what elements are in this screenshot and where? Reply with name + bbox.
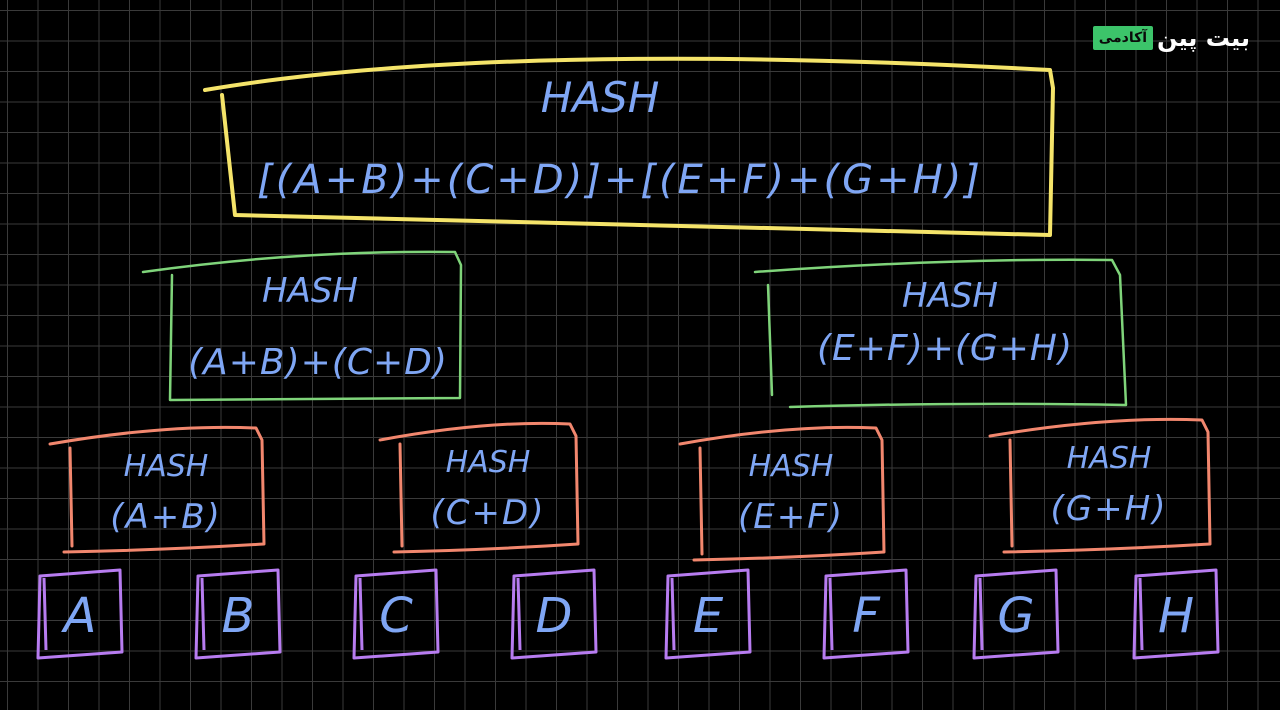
pair-hash-label: HASH <box>124 449 209 484</box>
leaf-node-a: A <box>36 568 124 660</box>
leaf-box <box>972 568 1060 660</box>
leaf-node-d: D <box>510 568 598 660</box>
leaf-label: A <box>61 588 97 644</box>
leaf-node-b: B <box>194 568 282 660</box>
branch-hash-label-left: HASH <box>262 271 358 311</box>
pair-hash-formula: (E+F) <box>738 497 844 537</box>
leaf-node-e: E <box>664 568 752 660</box>
leaf-label: H <box>1158 588 1194 644</box>
pair-hash-label: HASH <box>749 449 834 484</box>
branch-hash-box-right <box>753 258 1128 409</box>
pair-hash-node: HASH (C+D) <box>378 421 580 554</box>
leaf-label: F <box>852 588 881 644</box>
branch-hash-node-right: HASH (E+F)+(G+H) <box>753 258 1128 409</box>
pair-hash-node: HASH (G+H) <box>988 417 1212 554</box>
pair-hash-formula: (A+B) <box>110 497 222 537</box>
pair-hash-formula: (C+D) <box>431 493 546 533</box>
brand-badge: آکادمی <box>1092 26 1154 50</box>
leaf-layer: A B C D E F G H <box>36 568 1220 660</box>
leaf-box <box>1132 568 1220 660</box>
leaf-box <box>510 568 598 660</box>
brand-name: بیت پین <box>1157 24 1250 52</box>
branch-hash-label-right: HASH <box>902 276 998 316</box>
leaf-label: B <box>222 588 255 644</box>
leaf-box <box>352 568 440 660</box>
leaf-node-f: F <box>822 568 910 660</box>
pair-hash-box <box>678 425 886 562</box>
leaf-label: G <box>997 588 1034 644</box>
pair-hash-box <box>48 425 266 554</box>
leaf-node-h: H <box>1132 568 1220 660</box>
leaf-label: D <box>536 588 573 644</box>
pair-hash-label: HASH <box>1067 441 1152 476</box>
pair-hash-formula: (G+H) <box>1051 489 1168 529</box>
leaf-box <box>36 568 124 660</box>
root-hash-node: HASH [(A+B)+(C+D)]+[(E+F)+(G+H)] <box>203 56 1055 237</box>
pair-hash-layer: HASH (A+B) HASH (C+D) HASH (E+F) HASH (G+H) <box>48 417 1212 562</box>
leaf-node-c: C <box>352 568 440 660</box>
branch-hash-box-left <box>141 250 463 402</box>
root-hash-formula: [(A+B)+(C+D)]+[(E+F)+(G+H)] <box>257 157 983 203</box>
pair-hash-label: HASH <box>446 445 531 480</box>
leaf-label: E <box>693 588 724 644</box>
pair-hash-box <box>988 417 1212 554</box>
branch-hash-node-left: HASH (A+B)+(C+D) <box>141 250 463 402</box>
branch-hash-formula-left: (A+B)+(C+D) <box>188 342 448 383</box>
pair-hash-box <box>378 421 580 554</box>
pair-hash-node: HASH (A+B) <box>48 425 266 554</box>
leaf-node-g: G <box>972 568 1060 660</box>
leaf-box <box>194 568 282 660</box>
leaf-label: C <box>379 588 413 644</box>
brand-logo: آکادمی بیت پین <box>1092 24 1250 52</box>
branch-hash-formula-right: (E+F)+(G+H) <box>817 328 1073 369</box>
root-hash-label: HASH <box>541 73 660 122</box>
leaf-box <box>822 568 910 660</box>
pair-hash-node: HASH (E+F) <box>678 425 886 562</box>
leaf-box <box>664 568 752 660</box>
root-hash-box <box>203 56 1055 237</box>
